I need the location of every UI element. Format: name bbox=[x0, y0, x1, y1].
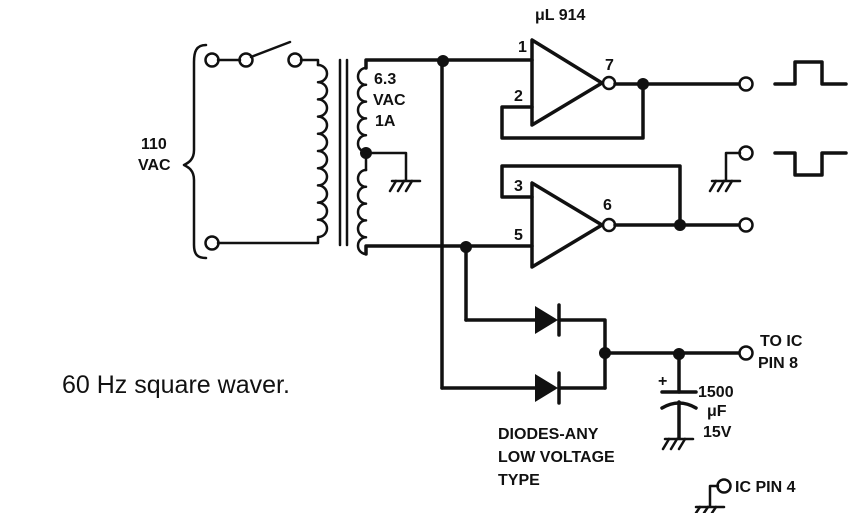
pin-1-label: 1 bbox=[518, 39, 527, 56]
capacitor-plus-label: + bbox=[658, 373, 667, 390]
secondary-label-line1: 6.3 bbox=[374, 71, 396, 88]
to-ic-label-line2: PIN 8 bbox=[758, 355, 798, 372]
square-wave-icon bbox=[773, 60, 848, 86]
wiring bbox=[364, 38, 754, 513]
diodes-label-line2: LOW VOLTAGE bbox=[498, 449, 615, 466]
pin-2-label: 2 bbox=[514, 88, 523, 105]
pin-5-label: 5 bbox=[514, 227, 523, 244]
pin-6-label: 6 bbox=[603, 197, 612, 214]
diodes-label-line1: DIODES-ANY bbox=[498, 426, 599, 443]
diagram-caption: 60 Hz square waver. bbox=[62, 371, 290, 399]
diodes-label-line3: TYPE bbox=[498, 472, 540, 489]
ic-pin4-label: IC PIN 4 bbox=[735, 479, 796, 496]
mains-label-line1: 110 bbox=[141, 136, 167, 153]
secondary-label-line2: VAC bbox=[373, 92, 406, 109]
mains-label-line2: VAC bbox=[138, 157, 171, 174]
pin-7-label: 7 bbox=[605, 57, 614, 74]
inverted-square-wave-icon bbox=[773, 151, 848, 177]
capacitor-label-line1: 1500 bbox=[698, 384, 734, 401]
capacitor-label-line3: 15V bbox=[703, 424, 732, 441]
mains-input bbox=[182, 40, 320, 260]
transformer bbox=[316, 58, 422, 256]
capacitor-label-line2: μF bbox=[707, 403, 727, 420]
ic-name-label: μL 914 bbox=[535, 7, 586, 24]
secondary-label-line3: 1A bbox=[375, 113, 396, 130]
to-ic-label-line1: TO IC bbox=[760, 333, 803, 350]
pin-3-label: 3 bbox=[514, 178, 523, 195]
